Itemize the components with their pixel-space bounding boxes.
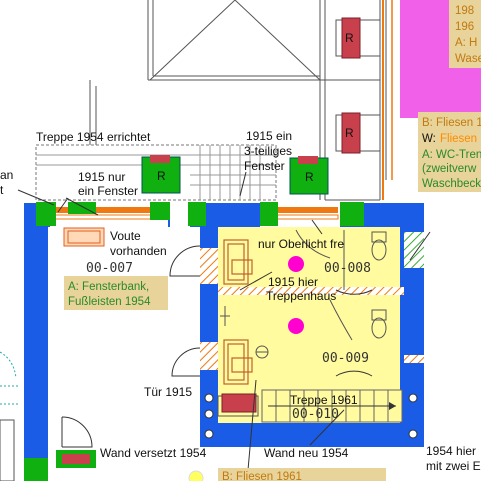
label-treppe-1961: Treppe 1961 xyxy=(290,393,358,407)
fixtures-007 xyxy=(63,227,105,247)
radiator-label: R xyxy=(345,126,354,140)
hatched-block-3 xyxy=(404,232,424,268)
note-fliesen-1961-text: B: Fliesen 1961 xyxy=(222,471,302,481)
radiator-green-1: R xyxy=(141,155,181,194)
top-right-note-line3: A: H xyxy=(455,37,477,49)
room-number-007: 00-007 xyxy=(86,261,133,276)
label-wand-versetzt: Wand versetzt 1954 xyxy=(100,446,207,460)
doors xyxy=(61,245,373,448)
radiator-green-2: R xyxy=(289,156,329,195)
label-treppe-1954: Treppe 1954 errichtet xyxy=(36,130,151,144)
label-1954-hier-1: 1954 hier xyxy=(426,444,476,458)
note-fliesen-1961: B: Fliesen 1961 xyxy=(218,468,386,481)
label-wand-neu: Wand neu 1954 xyxy=(264,446,349,460)
label-left-cut-1: an xyxy=(0,168,13,182)
note-right-w-value: Fliesen xyxy=(440,133,477,145)
columns xyxy=(204,393,418,439)
radiator-bottom-left xyxy=(56,450,96,468)
room-number-008: 00-008 xyxy=(324,261,371,276)
top-right-note-line4: Wase xyxy=(455,53,481,65)
top-right-note xyxy=(449,0,481,68)
windows-top xyxy=(36,202,364,227)
radiator-009 xyxy=(217,393,259,417)
radiator-label: R xyxy=(157,169,166,183)
label-left-cut-2: t xyxy=(0,183,4,197)
label-1954-hier-2: mit zwei E xyxy=(426,459,481,473)
left-edge-fixture xyxy=(0,351,18,405)
label-nur-fenster-1: 1915 nur xyxy=(78,170,125,184)
label-voute-2: vorhanden xyxy=(110,244,167,258)
left-edge-door xyxy=(0,419,15,481)
note-right-b: B: Fliesen 1 xyxy=(422,117,481,129)
note-fensterbank: A: Fensterbank, Fußleisten 1954 xyxy=(64,276,168,310)
point-marker-1 xyxy=(288,256,304,272)
note-right-a: A: WC-Tren xyxy=(422,149,481,161)
toilet-008 xyxy=(295,229,387,341)
note-right-a3: Waschbeck xyxy=(422,178,481,190)
leader-lines xyxy=(17,171,431,471)
yellow-marker xyxy=(188,470,204,481)
top-right-note-line2: 196 xyxy=(455,21,474,33)
hatched-block-2 xyxy=(200,342,218,370)
note-right: B: Fliesen 1 W: Fliesen A: WC-Tren (zwei… xyxy=(418,112,481,192)
label-treppenhaus-1: 1915 hier xyxy=(268,275,318,289)
label-1915-ein-2: 3-teiliges xyxy=(244,144,292,158)
label-nur-oberlicht: nur Oberlicht fre xyxy=(258,237,344,251)
radiator-label: R xyxy=(345,31,354,45)
label-tuer-1915: Tür 1915 xyxy=(144,385,192,399)
partition-wall xyxy=(218,287,404,295)
label-treppenhaus-2: Treppenhaus xyxy=(266,289,336,303)
room-number-010: 00-010 xyxy=(292,407,339,422)
fixtures-008 xyxy=(223,239,253,285)
stair-1961 xyxy=(261,389,403,423)
upper-structure xyxy=(89,0,387,201)
label-1915-ein-3: Fenster xyxy=(244,159,285,173)
hatched-block-1 xyxy=(200,248,218,284)
radiator-upper-2: R xyxy=(335,112,381,154)
fixtures-009 xyxy=(223,339,253,385)
hatched-block-4 xyxy=(404,355,424,363)
wall-green-segment xyxy=(24,458,48,481)
small-fixtures xyxy=(220,306,269,359)
note-fensterbank-line1: A: Fensterbank, xyxy=(68,281,149,293)
top-right-note-line1: 198 xyxy=(455,5,474,17)
note-fensterbank-line2: Fußleisten 1954 xyxy=(68,296,151,308)
point-marker-2 xyxy=(288,318,304,334)
room-number-009: 00-009 xyxy=(322,351,369,366)
note-right-a2: (zweitverw xyxy=(422,163,477,175)
label-voute-1: Voute xyxy=(110,229,141,243)
radiator-upper-1: R xyxy=(335,17,381,59)
label-1915-ein-1: 1915 ein xyxy=(246,129,292,143)
label-nur-fenster-2: ein Fenster xyxy=(78,184,138,198)
note-right-w-prefix: W: xyxy=(422,133,436,145)
radiator-label: R xyxy=(305,170,314,184)
